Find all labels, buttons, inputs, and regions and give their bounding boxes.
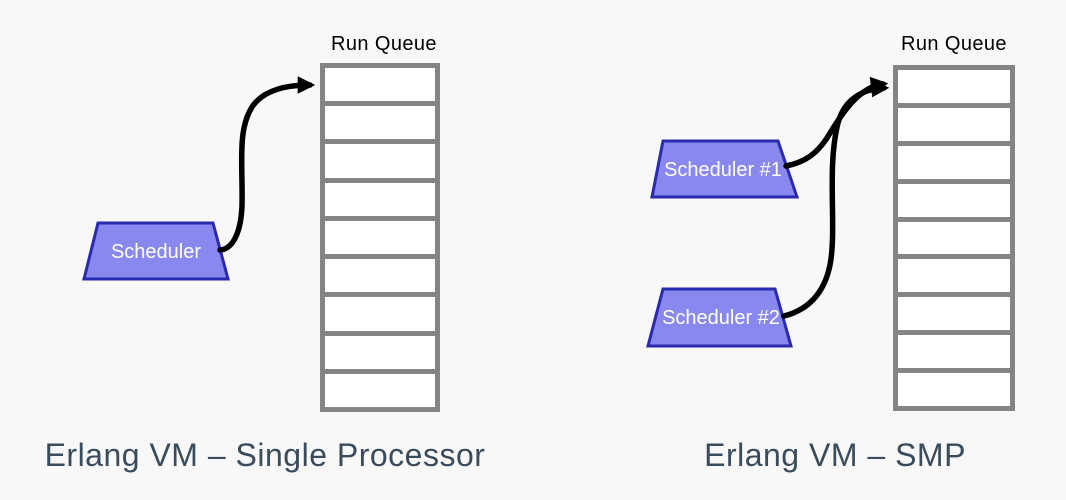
scheduler-shape-left bbox=[82, 221, 230, 281]
caption-single-processor: Erlang VM – Single Processor bbox=[44, 437, 486, 473]
arrow-scheduler-to-queue bbox=[217, 76, 316, 253]
queue-cell bbox=[898, 107, 1010, 141]
run-queue-left bbox=[320, 63, 440, 412]
queue-cell bbox=[325, 259, 435, 293]
queue-cell bbox=[898, 183, 1010, 217]
run-queue-title-left: Run Queue bbox=[331, 33, 437, 55]
arrow-scheduler2-to-queue bbox=[781, 79, 890, 319]
queue-cell bbox=[898, 70, 1010, 103]
queue-cell bbox=[898, 259, 1010, 293]
scheduler-label-2: Scheduler #2 bbox=[662, 307, 780, 329]
queue-cell bbox=[325, 144, 435, 178]
queue-cell bbox=[898, 145, 1010, 179]
queue-cell bbox=[898, 221, 1010, 255]
queue-cell bbox=[898, 335, 1010, 369]
queue-cell bbox=[898, 297, 1010, 331]
queue-cell bbox=[325, 220, 435, 255]
scheduler-label-left: Scheduler bbox=[111, 241, 201, 263]
queue-cell bbox=[325, 297, 435, 331]
scheduler-shape-2 bbox=[646, 287, 793, 348]
queue-cell bbox=[325, 106, 435, 140]
scheduler-label-1: Scheduler #1 bbox=[664, 159, 782, 181]
queue-cell bbox=[325, 68, 435, 102]
run-queue-title-right: Run Queue bbox=[901, 33, 1007, 55]
caption-smp: Erlang VM – SMP bbox=[704, 437, 966, 473]
scheduler-shape-1 bbox=[650, 139, 800, 199]
run-queue-right bbox=[893, 65, 1015, 411]
queue-cell bbox=[898, 373, 1010, 407]
queue-cell bbox=[325, 182, 435, 216]
queue-cell bbox=[325, 335, 435, 369]
queue-cell bbox=[325, 373, 435, 407]
